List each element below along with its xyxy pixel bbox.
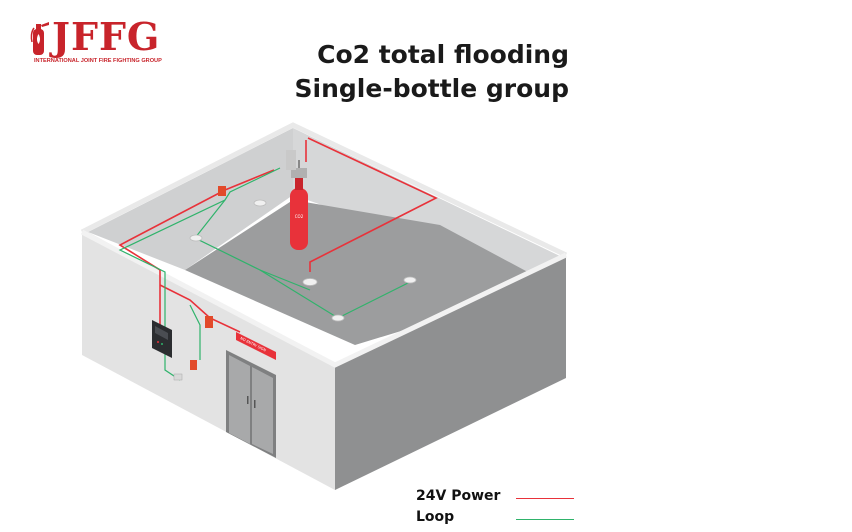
title-line-1: Co2 total flooding	[317, 40, 569, 69]
alarm-device-mid	[205, 316, 213, 328]
brand-logo: JFFG INTERNATIONAL JOINT FIRE FIGHTING G…	[30, 14, 180, 70]
back-right-wall	[293, 128, 562, 285]
front-left-wall	[82, 232, 341, 490]
detectors	[189, 199, 417, 322]
legend-item-loop: Loop	[416, 509, 576, 530]
title-line-2: Single-bottle group	[294, 74, 569, 103]
legend: 24V Power Loop	[416, 488, 576, 530]
manual-release-button	[190, 360, 197, 370]
junction-box	[173, 373, 183, 381]
extinguisher-icon	[30, 22, 49, 55]
page-title: Co2 total flooding Single-bottle group	[295, 38, 569, 106]
power-lines	[118, 137, 438, 345]
legend-item-power: 24V Power	[416, 488, 576, 509]
control-panel	[152, 320, 172, 358]
alarm-device-top	[218, 186, 226, 196]
brand-tagline: INTERNATIONAL JOINT FIRE FIGHTING GROUP	[34, 58, 162, 64]
legend-label-loop: Loop	[416, 509, 455, 525]
wall-bracket	[286, 150, 296, 170]
double-door	[226, 350, 276, 458]
cylinder-label: CO2	[295, 214, 304, 219]
front-right-wall	[335, 255, 566, 490]
co2-cylinder: CO2	[290, 160, 308, 250]
brand-name: JFFG	[52, 14, 161, 59]
legend-swatch-power	[516, 498, 574, 499]
legend-label-power: 24V Power	[416, 488, 501, 504]
wall-top-edge	[80, 122, 568, 258]
front-top-edge	[80, 229, 568, 368]
legend-swatch-loop	[516, 519, 574, 520]
loop-lines	[118, 167, 411, 381]
